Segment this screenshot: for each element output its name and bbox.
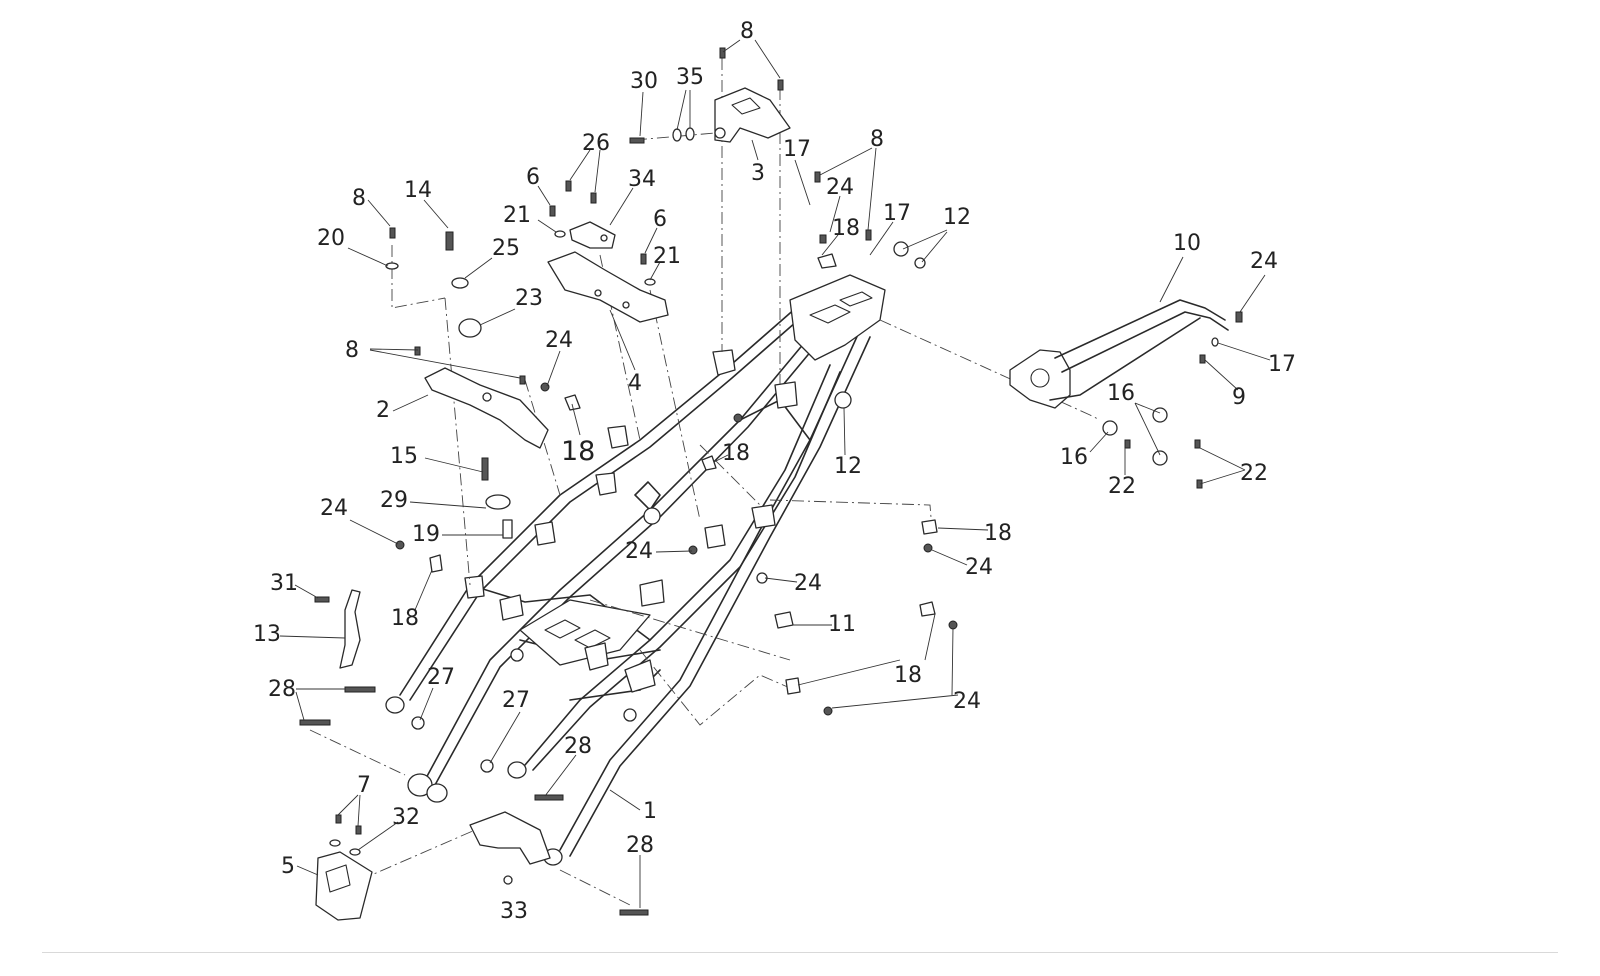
callout-27: 27 <box>427 665 455 690</box>
callout-18: 18 <box>722 441 750 466</box>
callout-29: 29 <box>380 488 408 513</box>
leader-lines <box>279 39 1271 908</box>
callout-2: 2 <box>376 398 390 423</box>
callout-8: 8 <box>352 186 366 211</box>
callout-8: 8 <box>870 127 884 152</box>
part-13-bracket <box>339 589 361 669</box>
callout-24: 24 <box>320 496 348 521</box>
callout-23: 23 <box>515 286 543 311</box>
callout-28: 28 <box>626 833 654 858</box>
callout-30: 30 <box>630 69 658 94</box>
callout-11: 11 <box>828 612 856 637</box>
callout-31: 31 <box>270 571 298 596</box>
part-3-bracket <box>714 87 791 143</box>
callout-5: 5 <box>281 854 295 879</box>
callout-24: 24 <box>545 328 573 353</box>
part-34-plate <box>569 221 616 249</box>
callout-32: 32 <box>392 805 420 830</box>
callout-33: 33 <box>500 899 528 924</box>
callout-15: 15 <box>390 444 418 469</box>
callout-8: 8 <box>740 19 754 44</box>
bottom-divider <box>42 952 1558 953</box>
subframe-assembly <box>385 274 886 866</box>
callout-34: 34 <box>628 167 656 192</box>
callout-35: 35 <box>676 65 704 90</box>
callout-14: 14 <box>404 178 432 203</box>
callout-19: 19 <box>412 522 440 547</box>
callout-17: 17 <box>1268 352 1296 377</box>
callout-26: 26 <box>582 131 610 156</box>
callout-16: 16 <box>1060 445 1088 470</box>
callout-24: 24 <box>1250 249 1278 274</box>
callout-22: 22 <box>1240 461 1268 486</box>
callout-18: 18 <box>561 436 595 467</box>
part-5-bracket <box>315 851 373 921</box>
callout-22: 22 <box>1108 474 1136 499</box>
callout-21: 21 <box>653 244 681 269</box>
callout-16: 16 <box>1107 381 1135 406</box>
callouts: 8 30 35 3 17 8 26 6 34 24 17 12 8 14 21 … <box>253 19 1296 924</box>
callout-24: 24 <box>625 539 653 564</box>
callout-24: 24 <box>826 175 854 200</box>
callout-1: 1 <box>643 799 657 824</box>
callout-6: 6 <box>653 207 667 232</box>
callout-12: 12 <box>943 205 971 230</box>
callout-20: 20 <box>317 226 345 251</box>
callout-24: 24 <box>965 555 993 580</box>
callout-12: 12 <box>834 454 862 479</box>
callout-9: 9 <box>1232 385 1246 410</box>
hardware <box>299 47 1243 916</box>
callout-10: 10 <box>1173 231 1201 256</box>
callout-3: 3 <box>751 161 765 186</box>
callout-21: 21 <box>503 203 531 228</box>
callout-18: 18 <box>391 606 419 631</box>
callout-6: 6 <box>526 165 540 190</box>
callout-18: 18 <box>984 521 1012 546</box>
rear-lower-bracket <box>469 811 551 865</box>
part-10-grab-rail <box>1009 299 1229 409</box>
callout-18: 18 <box>894 663 922 688</box>
callout-4: 4 <box>628 371 642 396</box>
callout-7: 7 <box>357 773 371 798</box>
callout-28: 28 <box>564 734 592 759</box>
callout-17: 17 <box>883 201 911 226</box>
callout-27: 27 <box>502 688 530 713</box>
callout-25: 25 <box>492 236 520 261</box>
callout-24: 24 <box>953 689 981 714</box>
part-2-plate <box>424 367 549 449</box>
callout-18: 18 <box>832 216 860 241</box>
callout-28: 28 <box>268 677 296 702</box>
callout-13: 13 <box>253 622 281 647</box>
callout-8: 8 <box>345 338 359 363</box>
part-4-plate <box>547 251 669 323</box>
callout-24: 24 <box>794 571 822 596</box>
callout-17: 17 <box>783 137 811 162</box>
